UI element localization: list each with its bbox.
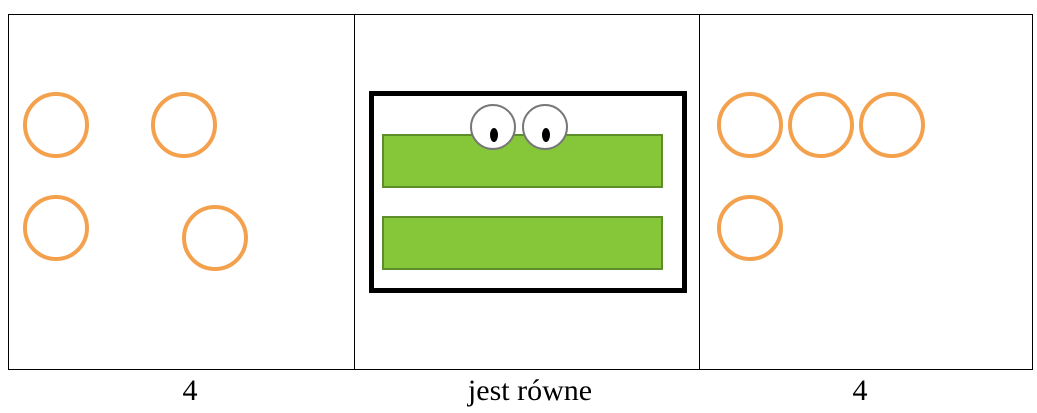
equals-bar-top (382, 134, 663, 188)
equals-bar-bottom (382, 216, 663, 270)
pupil (490, 128, 498, 142)
eye-icon (470, 104, 516, 150)
circle-icon (859, 92, 925, 158)
eye-icon (522, 104, 568, 150)
right-count-label: 4 (852, 374, 868, 407)
circle-icon (788, 92, 854, 158)
circle-icon (23, 92, 89, 158)
circle-icon (23, 195, 89, 261)
circle-icon (717, 195, 783, 261)
left-count-label: 4 (182, 374, 198, 407)
equals-label: jest równe (467, 374, 593, 407)
column-divider-2 (699, 15, 700, 369)
circle-icon (717, 92, 783, 158)
equals-frog-icon (369, 91, 687, 293)
pupil (542, 128, 550, 142)
circle-icon (151, 92, 217, 158)
comparison-table (8, 14, 1033, 370)
circle-icon (182, 205, 248, 271)
column-divider-1 (354, 15, 355, 369)
